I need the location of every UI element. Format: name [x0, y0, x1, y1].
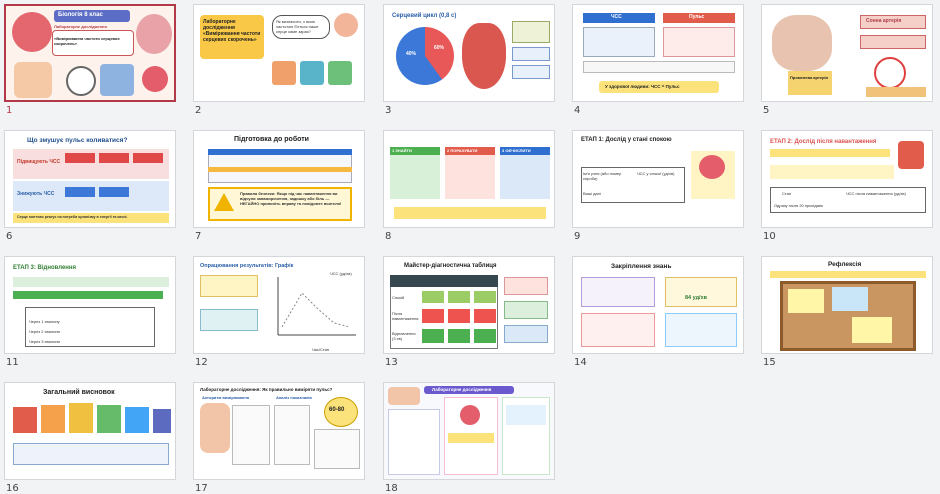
slide-title: ЕТАП 1: Дослід у стані спокою [581, 137, 672, 143]
pie-chart [396, 27, 454, 85]
slide-number: 3 [385, 105, 392, 116]
sticky-note [788, 289, 824, 313]
note-box [512, 21, 550, 43]
slide-title: Рефлексія [828, 261, 862, 268]
slide-title: Підготовка до роботи [234, 136, 309, 143]
slide-canvas[interactable]: Майстер-діагностична таблиця Спокій Післ… [383, 256, 555, 354]
stopwatch-icon [328, 61, 352, 85]
slide-canvas[interactable]: ЕТАП 3: Відновлення Через 1 хвилину Чере… [4, 256, 176, 354]
slide-title: Біологія 8 клас [58, 12, 103, 18]
heart-illustration [12, 12, 52, 52]
slide-canvas[interactable]: Опрацювання результатів: Графік ЧСС (уд/… [193, 256, 365, 354]
slide-number: 15 [763, 357, 776, 368]
heart-illustration [462, 23, 506, 89]
slide-canvas[interactable]: Загальний висновок [4, 382, 176, 480]
slide-title: Лабораторне дослідження [432, 387, 492, 392]
slide-canvas[interactable]: ЕТАП 2: Дослід після навантаження Стан Ч… [761, 130, 933, 228]
slide-canvas[interactable]: Лабораторне дослідження «Вимірювання час… [193, 4, 365, 102]
sticky-note [832, 287, 868, 311]
speech-bubble [272, 15, 330, 39]
no-thumb-icon [874, 57, 906, 89]
slide-canvas[interactable]: Лабораторне дослідження: Як правильно ви… [193, 382, 365, 480]
slide-canvas[interactable]: Сонна артерія Променева артерія [761, 4, 933, 102]
bubble-text: Як визначити, з якою частотою б'ється на… [276, 19, 319, 34]
warning-icon [214, 193, 234, 211]
student-avatar [334, 13, 358, 37]
slide-number: 11 [6, 357, 19, 368]
slide-canvas[interactable]: Рефлексія [761, 256, 933, 354]
slide-title: Загальний висновок [43, 389, 115, 396]
neck-illustration [772, 15, 832, 71]
slide-number: 2 [195, 105, 202, 116]
slide-footer: Серце миттєво реагує на потреби організм… [17, 215, 128, 219]
slide-canvas[interactable]: Що змушує пульс коливатися? Підвищують Ч… [4, 130, 176, 228]
stopwatch-icon [66, 66, 96, 96]
slide-canvas[interactable]: 1 ЗНАЙТИ 2 ПОРАХУВАТИ 3 ОБЧИСЛИТИ [383, 130, 555, 228]
slide-canvas[interactable]: Закріплення знань 84 уд/хв [572, 256, 744, 354]
slide-title: Лабораторне дослідження «Вимірювання час… [203, 19, 261, 43]
slide-title: Опрацювання результатів: Графік [200, 263, 294, 269]
slide-number: 5 [763, 105, 770, 116]
slide-canvas[interactable]: Підготовка до роботи Правила безпеки: Як… [193, 130, 365, 228]
slide-number: 6 [6, 231, 13, 242]
slide-number: 10 [763, 231, 776, 242]
slide-number: 9 [574, 231, 581, 242]
slide-title: Лабораторне дослідження: Як правильно ви… [200, 387, 333, 392]
slide-canvas[interactable]: Біологія 8 клас Лабораторне дослідження … [4, 4, 176, 102]
slide-number: 12 [195, 357, 208, 368]
heart-icon [142, 66, 168, 92]
slide-canvas[interactable]: Лабораторне дослідження [383, 382, 555, 480]
slide-canvas[interactable]: ЧСС Пульс У здорової людини: ЧСС = Пульс [572, 4, 744, 102]
heart-icon [272, 61, 296, 85]
slide-canvas[interactable]: ЕТАП 1: Дослід у стані спокою Ім'я учня … [572, 130, 744, 228]
slide-title: Що змушує пульс коливатися? [27, 137, 128, 144]
hand-icon [300, 61, 324, 85]
slide-tag: Лабораторне дослідження [54, 24, 107, 29]
runner-illustration [100, 64, 134, 96]
circulation-illustration [136, 14, 172, 54]
slide-footer: У здорової людини: ЧСС = Пульс [605, 84, 680, 89]
slide-number: 13 [385, 357, 398, 368]
slide-number: 14 [574, 357, 587, 368]
slide-number: 1 [6, 105, 13, 116]
slide-title: ЕТАП 3: Відновлення [13, 265, 77, 271]
answer-value: 84 уд/хв [685, 295, 708, 301]
data-table [770, 187, 926, 213]
slide-title: Серцевий цикл (0,8 с) [392, 13, 457, 19]
slide-title: ЕТАП 2: Дослід після навантаження [770, 139, 877, 145]
slide-number: 7 [195, 231, 202, 242]
slide-title: Закріплення знань [611, 263, 672, 270]
heart-icon [699, 155, 725, 179]
slide-number: 8 [385, 231, 392, 242]
hand-illustration [14, 62, 52, 98]
normal-range-badge [324, 397, 358, 427]
heart-icon [460, 405, 480, 425]
slide-title: Майстер-діагностична таблиця [404, 263, 497, 269]
squat-icon [898, 141, 924, 169]
slide-subtitle: «Вимірювання частоти серцевих скорочень» [54, 36, 120, 46]
line-graph [277, 277, 356, 336]
sticky-note [852, 317, 892, 343]
slide-number: 4 [574, 105, 581, 116]
slide-canvas[interactable]: Серцевий цикл (0,8 с) 40% 60% [383, 4, 555, 102]
wrist-illustration [200, 403, 230, 453]
data-table [25, 307, 155, 347]
data-table [581, 167, 685, 203]
